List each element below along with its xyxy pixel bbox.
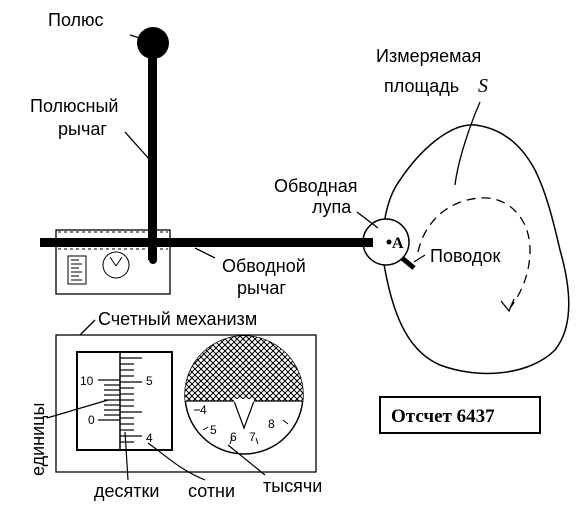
hundreds-label: сотни <box>188 481 235 501</box>
scale-left-0: 0 <box>88 413 95 427</box>
counter-dial-icon <box>102 251 130 279</box>
dial-number-5: 5 <box>210 423 217 437</box>
tracer-arm-bar-inner <box>56 238 170 247</box>
reading-label: Отсчет 6437 <box>391 406 495 427</box>
pole-arm-label: Полюсный <box>30 96 119 116</box>
thousands-label: тысячи <box>263 476 322 496</box>
counter-wheel-icon <box>67 255 87 285</box>
tracing-direction-arrowhead <box>500 298 515 313</box>
dial-number-4: 4 <box>200 403 207 417</box>
scale-right-4: 4 <box>146 431 153 445</box>
area-leader-line <box>454 101 481 186</box>
tracer-arm-label: Обводной <box>222 256 306 276</box>
pole-label: Полюс <box>48 10 104 30</box>
dial-number-6: 6 <box>230 430 237 444</box>
measured-area-outline <box>381 124 570 375</box>
pole-weight <box>137 27 169 59</box>
area-label: Измеряемая <box>376 46 481 66</box>
pole-arm-label-2: рычаг <box>58 119 107 139</box>
reading-box <box>379 396 541 434</box>
leash-label: Поводок <box>430 246 500 266</box>
tracer-arm-bar <box>40 238 385 247</box>
tracer-arm-label-2: рычаг <box>237 278 286 298</box>
tracer-point <box>386 239 392 245</box>
counter-mechanism-label: Счетный механизм <box>98 309 257 329</box>
pole-arm-bar <box>148 45 157 260</box>
tracer-lens-label-2: лупа <box>312 197 352 217</box>
point-a-label: A <box>392 235 404 252</box>
units-scale-drum <box>76 351 173 451</box>
leash-handle <box>400 256 416 270</box>
tracer-lens-label: Обводная <box>274 176 358 196</box>
scale-left-10: 10 <box>80 374 94 388</box>
area-symbol: S <box>478 75 488 97</box>
scale-right-5: 5 <box>146 374 153 388</box>
tens-label: десятки <box>94 481 159 501</box>
tracing-direction-path <box>417 197 531 309</box>
dial-number-7: 7 <box>249 430 256 444</box>
area-label-2: площадь <box>384 76 459 96</box>
units-label: единицы <box>28 403 48 476</box>
dial-number-8: 8 <box>268 417 275 431</box>
